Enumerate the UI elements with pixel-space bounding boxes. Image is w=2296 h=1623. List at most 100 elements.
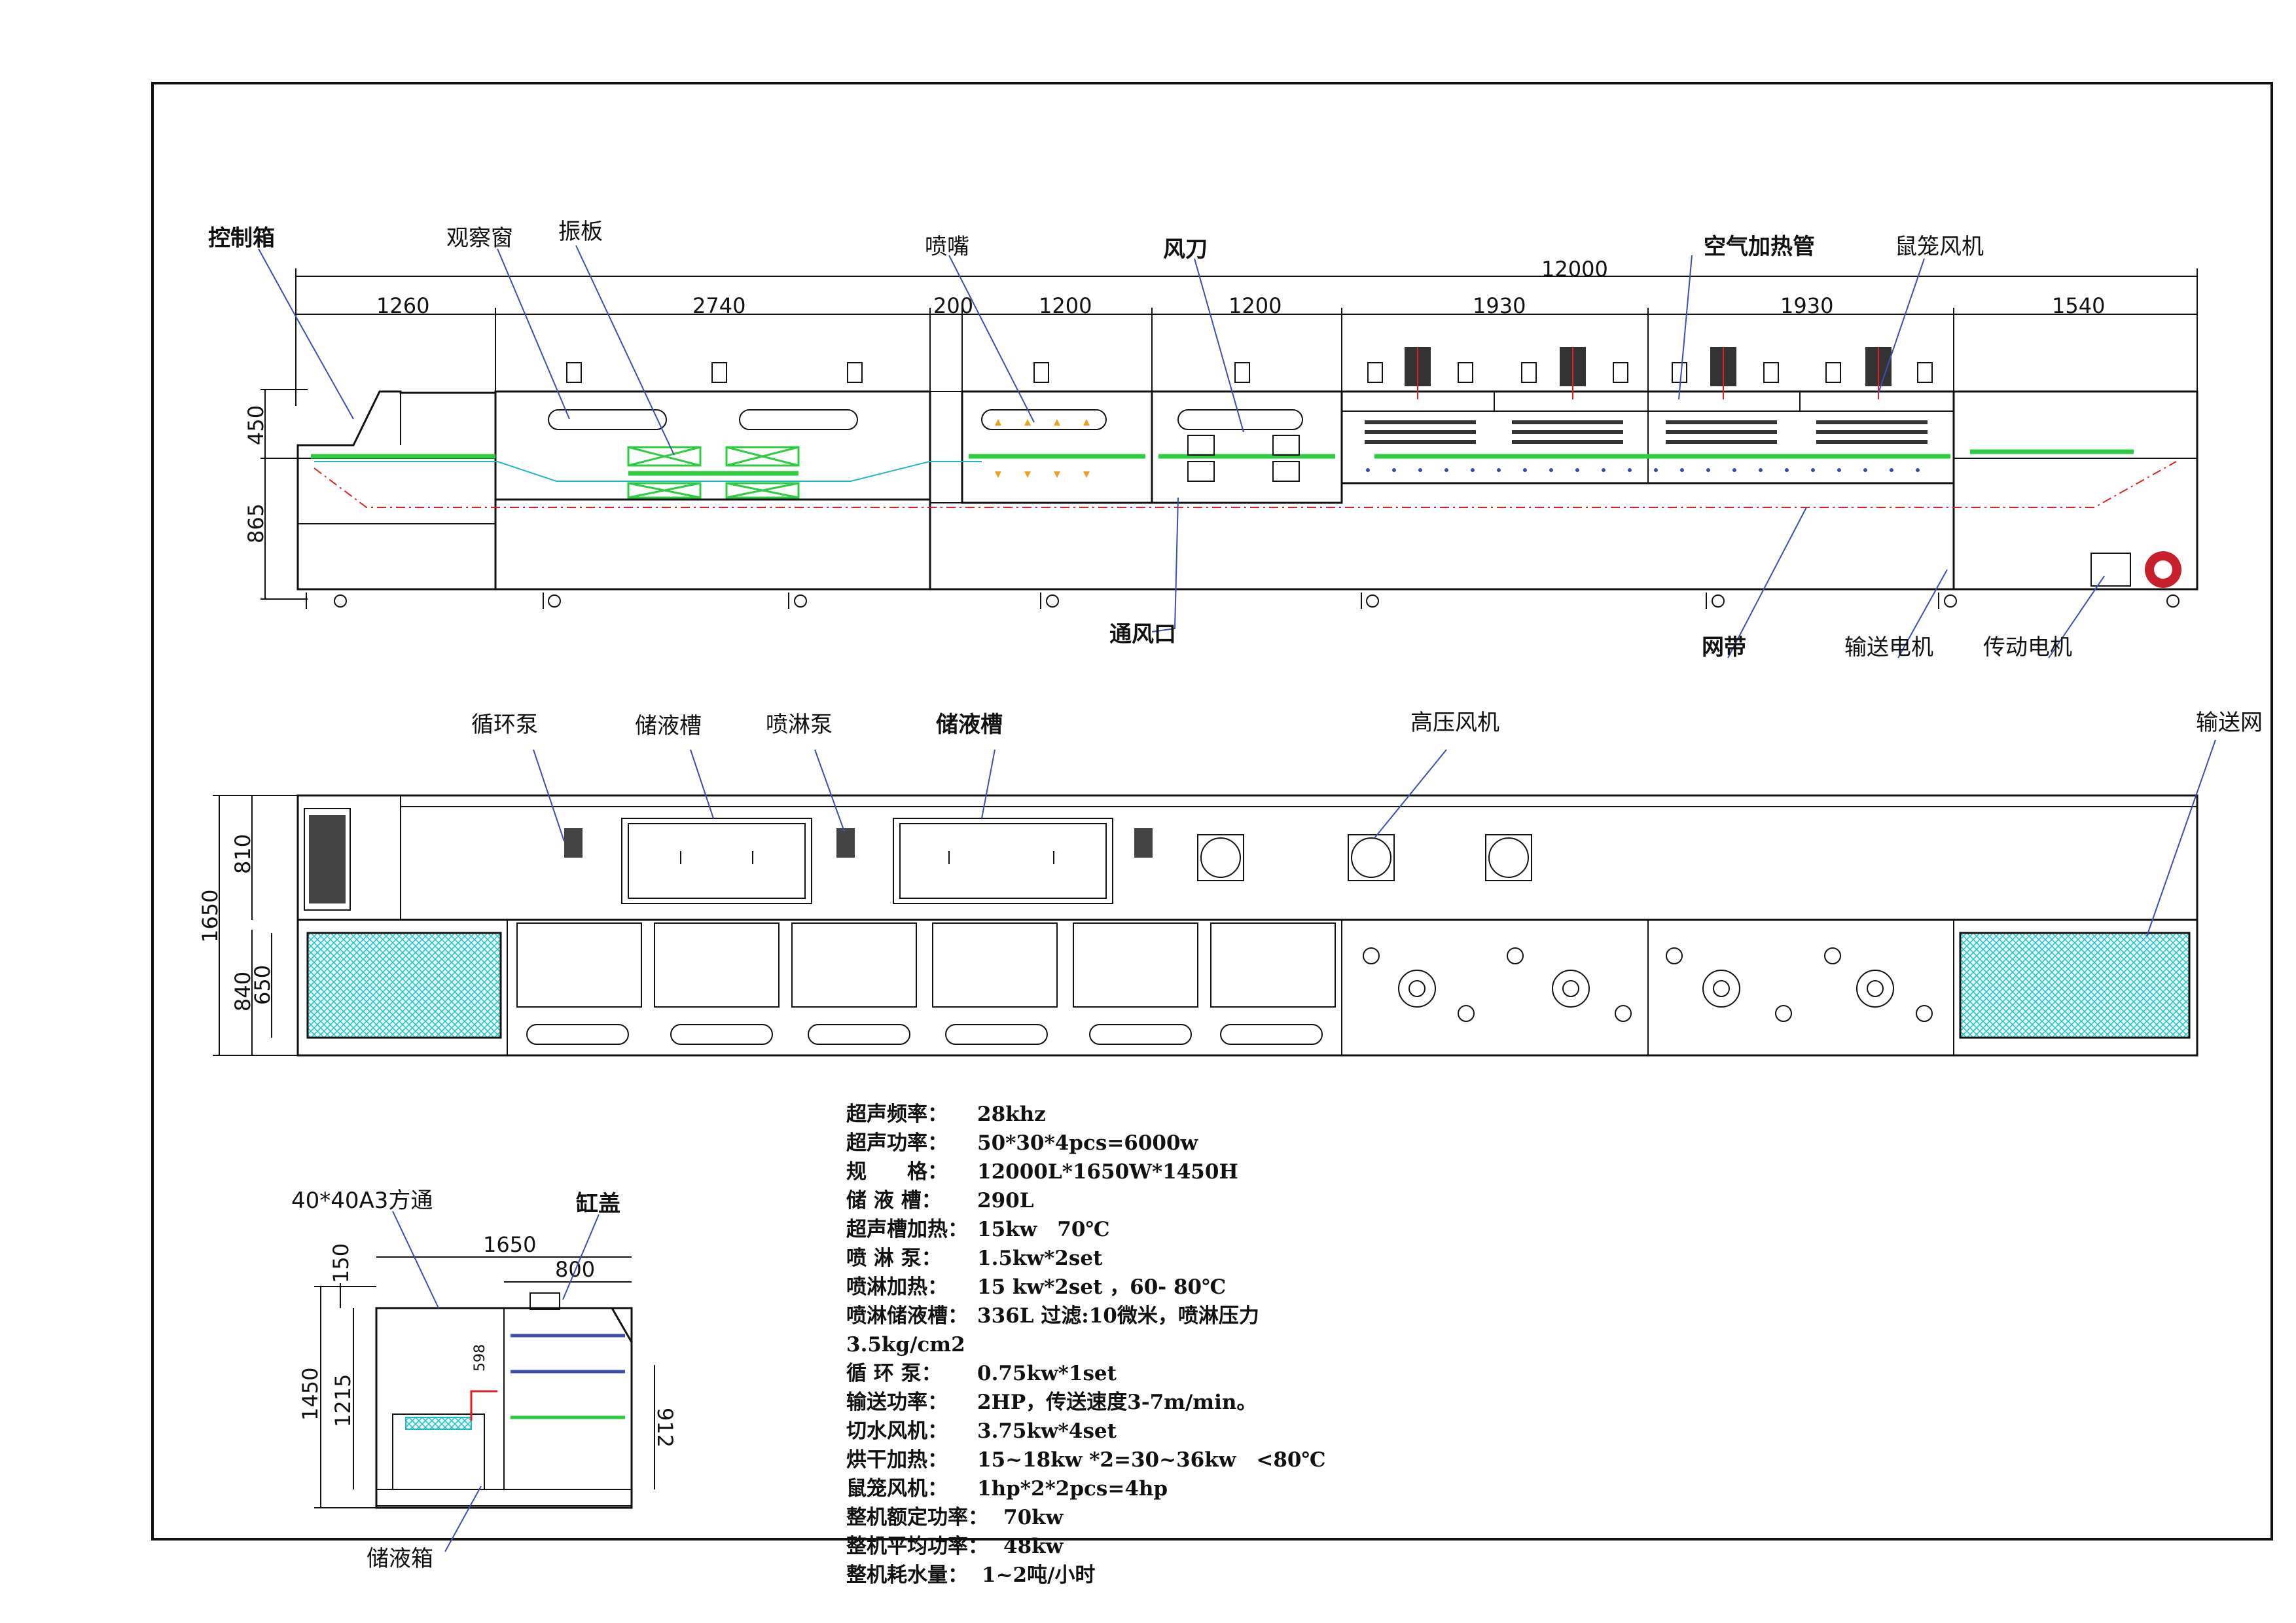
label-conveyor-mesh: 输送网 bbox=[2196, 710, 2263, 736]
spec-key: 整机平均功率： bbox=[846, 1535, 988, 1558]
spec-table: 超声频率： 28khz 超声功率： 50*30*4pcs=6000w 规 格： 120… bbox=[846, 1103, 1326, 1587]
label-circulation-pump: 循环泵 bbox=[471, 712, 538, 738]
conveyor-mesh-exit bbox=[1959, 932, 2191, 1039]
spec-value: 48kw bbox=[1003, 1535, 1064, 1558]
ultrasonic-tanks-top bbox=[516, 922, 1336, 1045]
spec-value: 336L 过滤:10微米，喷淋压力 bbox=[977, 1304, 1259, 1328]
label-tank-cover: 缸盖 bbox=[576, 1191, 620, 1217]
spec-key: 超声槽加热： bbox=[846, 1218, 968, 1241]
spec-key: 鼠笼风机： bbox=[846, 1477, 948, 1501]
spec-value: 70kw bbox=[1003, 1506, 1064, 1529]
dim-598-end: 598 bbox=[472, 1344, 488, 1372]
spec-key: 整机耗水量： bbox=[846, 1563, 968, 1587]
drawing-frame bbox=[151, 82, 2273, 1541]
spec-value: 15~18kw *2=30~36kw <80℃ bbox=[977, 1448, 1326, 1472]
spec-value: 15kw 70℃ bbox=[977, 1218, 1110, 1241]
dim-150-end: 150 bbox=[329, 1243, 353, 1283]
vibration-plates bbox=[627, 446, 800, 499]
pumps-top bbox=[564, 828, 1153, 858]
drive-motor bbox=[2090, 551, 2181, 588]
dim-1450-end: 1450 bbox=[298, 1368, 323, 1421]
spec-key: 喷淋储液槽： bbox=[846, 1304, 968, 1328]
label-air-knife: 风刀 bbox=[1163, 236, 1208, 263]
dim-450: 450 bbox=[243, 405, 268, 445]
spec-key: 喷 淋 泵： bbox=[846, 1247, 942, 1270]
dim-1200-a: 1200 bbox=[1039, 293, 1092, 318]
spec-value: 1hp*2*2pcs=4hp bbox=[977, 1477, 1168, 1501]
label-air-heating-tube: 空气加热管 bbox=[1704, 234, 1815, 260]
label-vent: 通风口 bbox=[1109, 621, 1176, 647]
spec-value: 3.75kw*4set bbox=[977, 1419, 1117, 1443]
label-mesh-belt: 网带 bbox=[1702, 634, 1746, 661]
tank-cover-shape bbox=[504, 1307, 633, 1489]
fan-motors bbox=[1405, 347, 1892, 399]
spec-value: 12000L*1650W*1450H bbox=[977, 1160, 1238, 1184]
heating-tubes bbox=[1365, 420, 1928, 444]
top-view: 1650 810 840 650 循环泵 储液槽 喷淋泵 储液槽 高压风机 输送… bbox=[198, 710, 2263, 1057]
end-view: 1650 800 150 1450 1215 598 912 40*40A3方通… bbox=[291, 1188, 677, 1572]
label-spray-pump: 喷淋泵 bbox=[766, 712, 833, 738]
spec-value: 0.75kw*1set bbox=[977, 1362, 1117, 1385]
dim-1650-top: 1650 bbox=[198, 890, 223, 943]
top-handles bbox=[566, 362, 1933, 383]
dim-1650-end: 1650 bbox=[483, 1232, 536, 1257]
dim-912-end: 912 bbox=[653, 1408, 677, 1448]
dim-total-length: 12000 bbox=[1541, 257, 1608, 282]
high-pressure-fans-top bbox=[1197, 834, 1532, 881]
spec-value: 1.5kw*2set bbox=[977, 1247, 1103, 1270]
spec-key: 超声功率： bbox=[846, 1131, 948, 1155]
dim-650-top: 650 bbox=[250, 965, 275, 1005]
spec-key: 输送功率： bbox=[846, 1391, 948, 1414]
dim-1930-b: 1930 bbox=[1780, 293, 1833, 318]
label-control-box: 控制箱 bbox=[208, 225, 275, 251]
label-storage-tank-1: 储液槽 bbox=[635, 713, 702, 739]
side-view: 12000 1260 2740 200 1200 1200 1930 1930 … bbox=[208, 219, 2198, 661]
label-vibration-plate: 振板 bbox=[558, 219, 603, 245]
storage-tanks-top bbox=[621, 818, 1113, 904]
mesh-belt-upper bbox=[311, 449, 2134, 476]
belt-return-line bbox=[314, 461, 2177, 508]
spec-value: 28khz bbox=[977, 1103, 1046, 1126]
caster-wheels bbox=[306, 593, 2179, 609]
spec-key: 整机额定功率： bbox=[846, 1506, 988, 1529]
spray-nozzles bbox=[995, 419, 1090, 478]
dim-840-top: 840 bbox=[230, 972, 255, 1012]
label-storage-box: 储液箱 bbox=[367, 1546, 433, 1572]
air-knives bbox=[1187, 435, 1300, 482]
storage-box-shape bbox=[392, 1413, 485, 1490]
label-square-tube: 40*40A3方通 bbox=[291, 1188, 433, 1214]
spec-value: 1~2吨/小时 bbox=[982, 1563, 1095, 1587]
spec-key: 循 环 泵： bbox=[846, 1362, 942, 1385]
dim-810-top: 810 bbox=[230, 834, 255, 874]
dim-200: 200 bbox=[933, 293, 973, 318]
spec-value: 15 kw*2set ，60- 80℃ bbox=[977, 1275, 1226, 1299]
dim-1215-end: 1215 bbox=[331, 1374, 355, 1427]
spec-key: 规 格： bbox=[846, 1160, 948, 1184]
label-drive-motor: 传动电机 bbox=[1983, 634, 2072, 661]
spec-value: 2HP，传送速度3-7m/min。 bbox=[977, 1391, 1257, 1414]
label-squirrel-cage-fan: 鼠笼风机 bbox=[1895, 234, 1984, 260]
spec-value: 50*30*4pcs=6000w bbox=[977, 1131, 1199, 1155]
dim-1200-b: 1200 bbox=[1229, 293, 1282, 318]
spec-key: 储 液 槽： bbox=[846, 1189, 942, 1213]
drying-fans-top bbox=[1363, 947, 1933, 1022]
dim-1540: 1540 bbox=[2052, 293, 2105, 318]
drying-roller-dots bbox=[1366, 468, 1920, 472]
label-conveyor-motor: 输送电机 bbox=[1844, 634, 1933, 661]
spec-key: 超声频率： bbox=[846, 1103, 948, 1126]
control-panel-top bbox=[304, 808, 351, 911]
label-high-pressure-fan: 高压风机 bbox=[1410, 710, 1499, 736]
spec-key: 烘干加热： bbox=[846, 1448, 948, 1472]
spec-key: 喷淋加热： bbox=[846, 1275, 948, 1299]
observation-windows-side bbox=[548, 409, 1303, 430]
conveyor-mesh-entry bbox=[306, 932, 502, 1039]
spec-value: 3.5kg/cm2 bbox=[846, 1333, 965, 1357]
dim-865: 865 bbox=[243, 503, 268, 543]
dim-1930-a: 1930 bbox=[1473, 293, 1526, 318]
dim-2740: 2740 bbox=[692, 293, 745, 318]
label-observation-window: 观察窗 bbox=[446, 225, 513, 251]
label-nozzle: 喷嘴 bbox=[925, 234, 969, 260]
spec-key: 切水风机： bbox=[846, 1419, 948, 1443]
belt-path-cyan bbox=[314, 461, 982, 482]
